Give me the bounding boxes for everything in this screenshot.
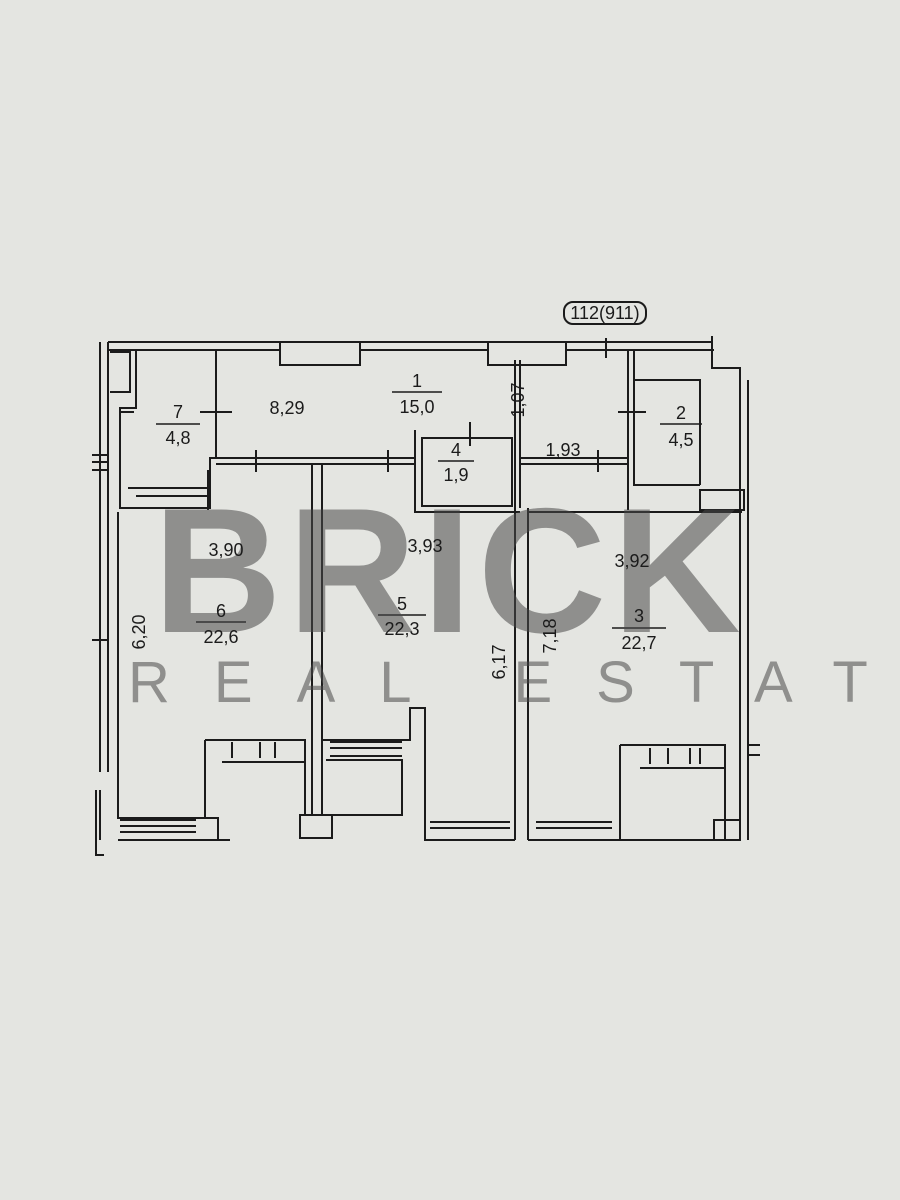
dimension-3-93: 3,93: [407, 536, 442, 556]
room-1-area: 15,0: [399, 397, 434, 417]
room-5-number: 5: [397, 594, 407, 614]
dimension-8-29: 8,29: [269, 398, 304, 418]
room-3-area: 22,7: [621, 633, 656, 653]
dimension-3-92: 3,92: [614, 551, 649, 571]
dimension-3-90: 3,90: [208, 540, 243, 560]
plan-id-label: 112(911): [570, 303, 639, 323]
room-6-area: 22,6: [203, 627, 238, 647]
room-2-area: 4,5: [668, 430, 693, 450]
room-7-number: 7: [173, 402, 183, 422]
room-1-number: 1: [412, 371, 422, 391]
wall-lines: [92, 301, 760, 856]
room-5-area: 22,3: [384, 619, 419, 639]
dimension-1-93: 1,93: [545, 440, 580, 460]
room-4-number: 4: [451, 440, 461, 460]
room-3-number: 3: [634, 606, 644, 626]
plan-id-callout: [563, 301, 647, 325]
dimension-6-17: 6,17: [489, 644, 509, 679]
watermark-tagline: REAL ESTATE: [128, 650, 900, 715]
room-4-area: 1,9: [443, 465, 468, 485]
watermark-brand: BRICK: [153, 471, 747, 670]
dimension-1-07: 1,07: [508, 382, 528, 417]
fraction-lines: [156, 391, 702, 629]
room-2-number: 2: [676, 403, 686, 423]
room-7-area: 4,8: [165, 428, 190, 448]
room-6-number: 6: [216, 601, 226, 621]
dimension-7-18: 7,18: [540, 618, 560, 653]
dimension-6-20: 6,20: [129, 614, 149, 649]
